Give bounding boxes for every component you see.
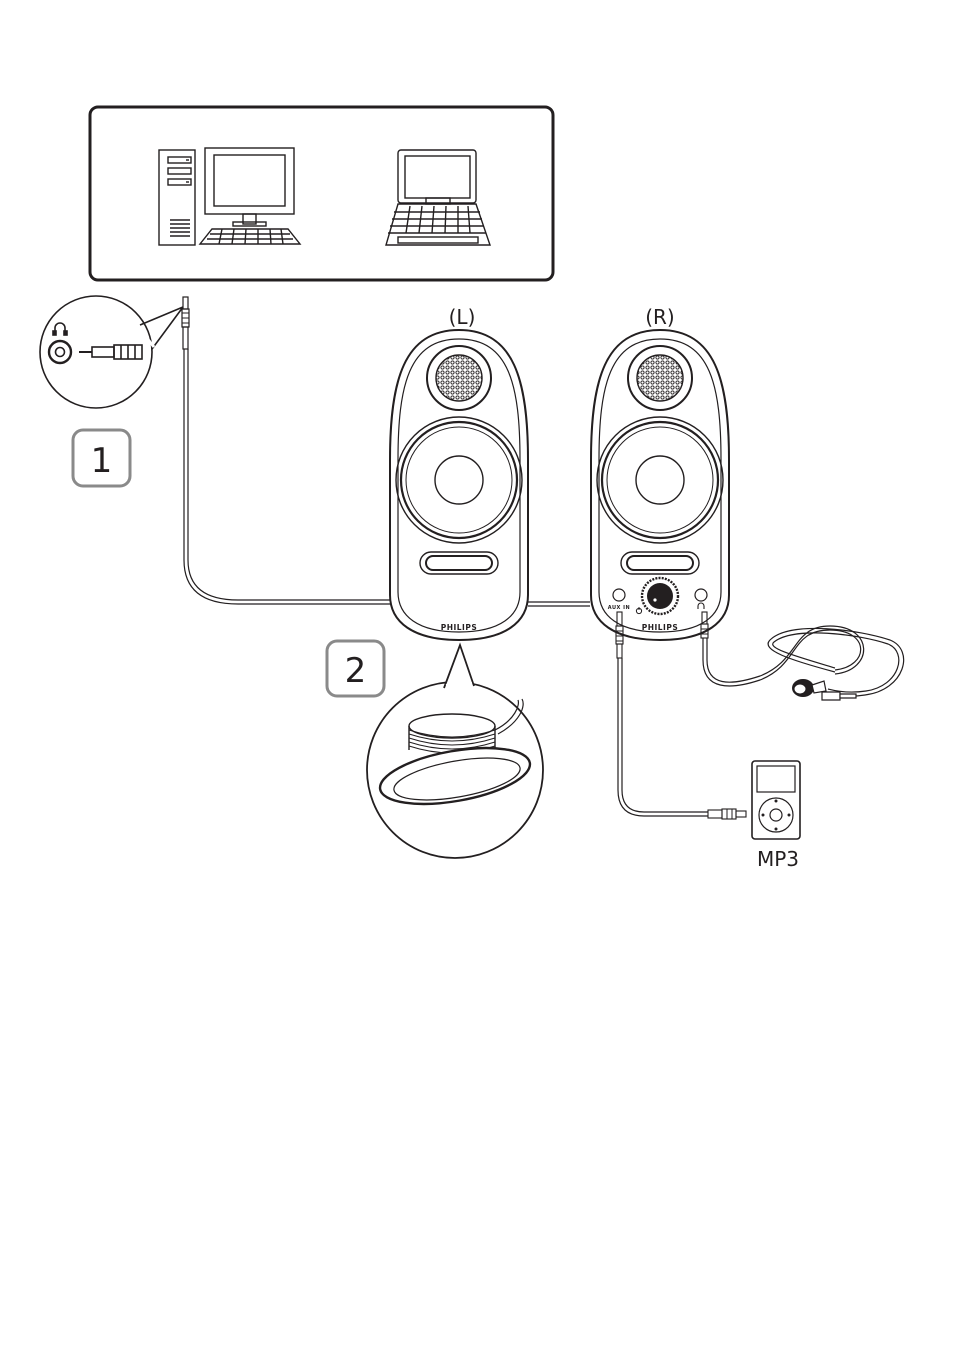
volume-knob[interactable]	[642, 578, 678, 614]
right-speaker: (R) AUX IN	[591, 305, 729, 640]
source-devices-panel	[90, 107, 553, 280]
left-tweeter	[427, 346, 491, 410]
right-speaker-label: (R)	[645, 305, 675, 329]
mp3-player-icon	[752, 761, 800, 839]
left-speaker-label: (L)	[449, 305, 476, 329]
step-1-number: 1	[91, 441, 113, 481]
step-2-number: 2	[345, 651, 367, 691]
aux-in-label: AUX IN	[608, 605, 630, 611]
right-tweeter	[628, 346, 692, 410]
headphone-jack-callout	[40, 296, 183, 408]
mp3-label: MP3	[757, 847, 799, 871]
left-brand-logo: PHILIPS	[441, 623, 478, 632]
left-speaker: (L) PHILIPS	[390, 305, 528, 640]
speaker-link-cable	[528, 602, 590, 606]
aux-in-cable	[616, 612, 746, 819]
cable-reel-callout	[367, 645, 543, 858]
right-brand-logo: PHILIPS	[642, 623, 679, 632]
step-2-badge: 2	[327, 641, 384, 696]
earphones-icon	[792, 679, 856, 700]
pc-audio-cable	[182, 297, 394, 604]
step-1-badge: 1	[73, 430, 130, 486]
